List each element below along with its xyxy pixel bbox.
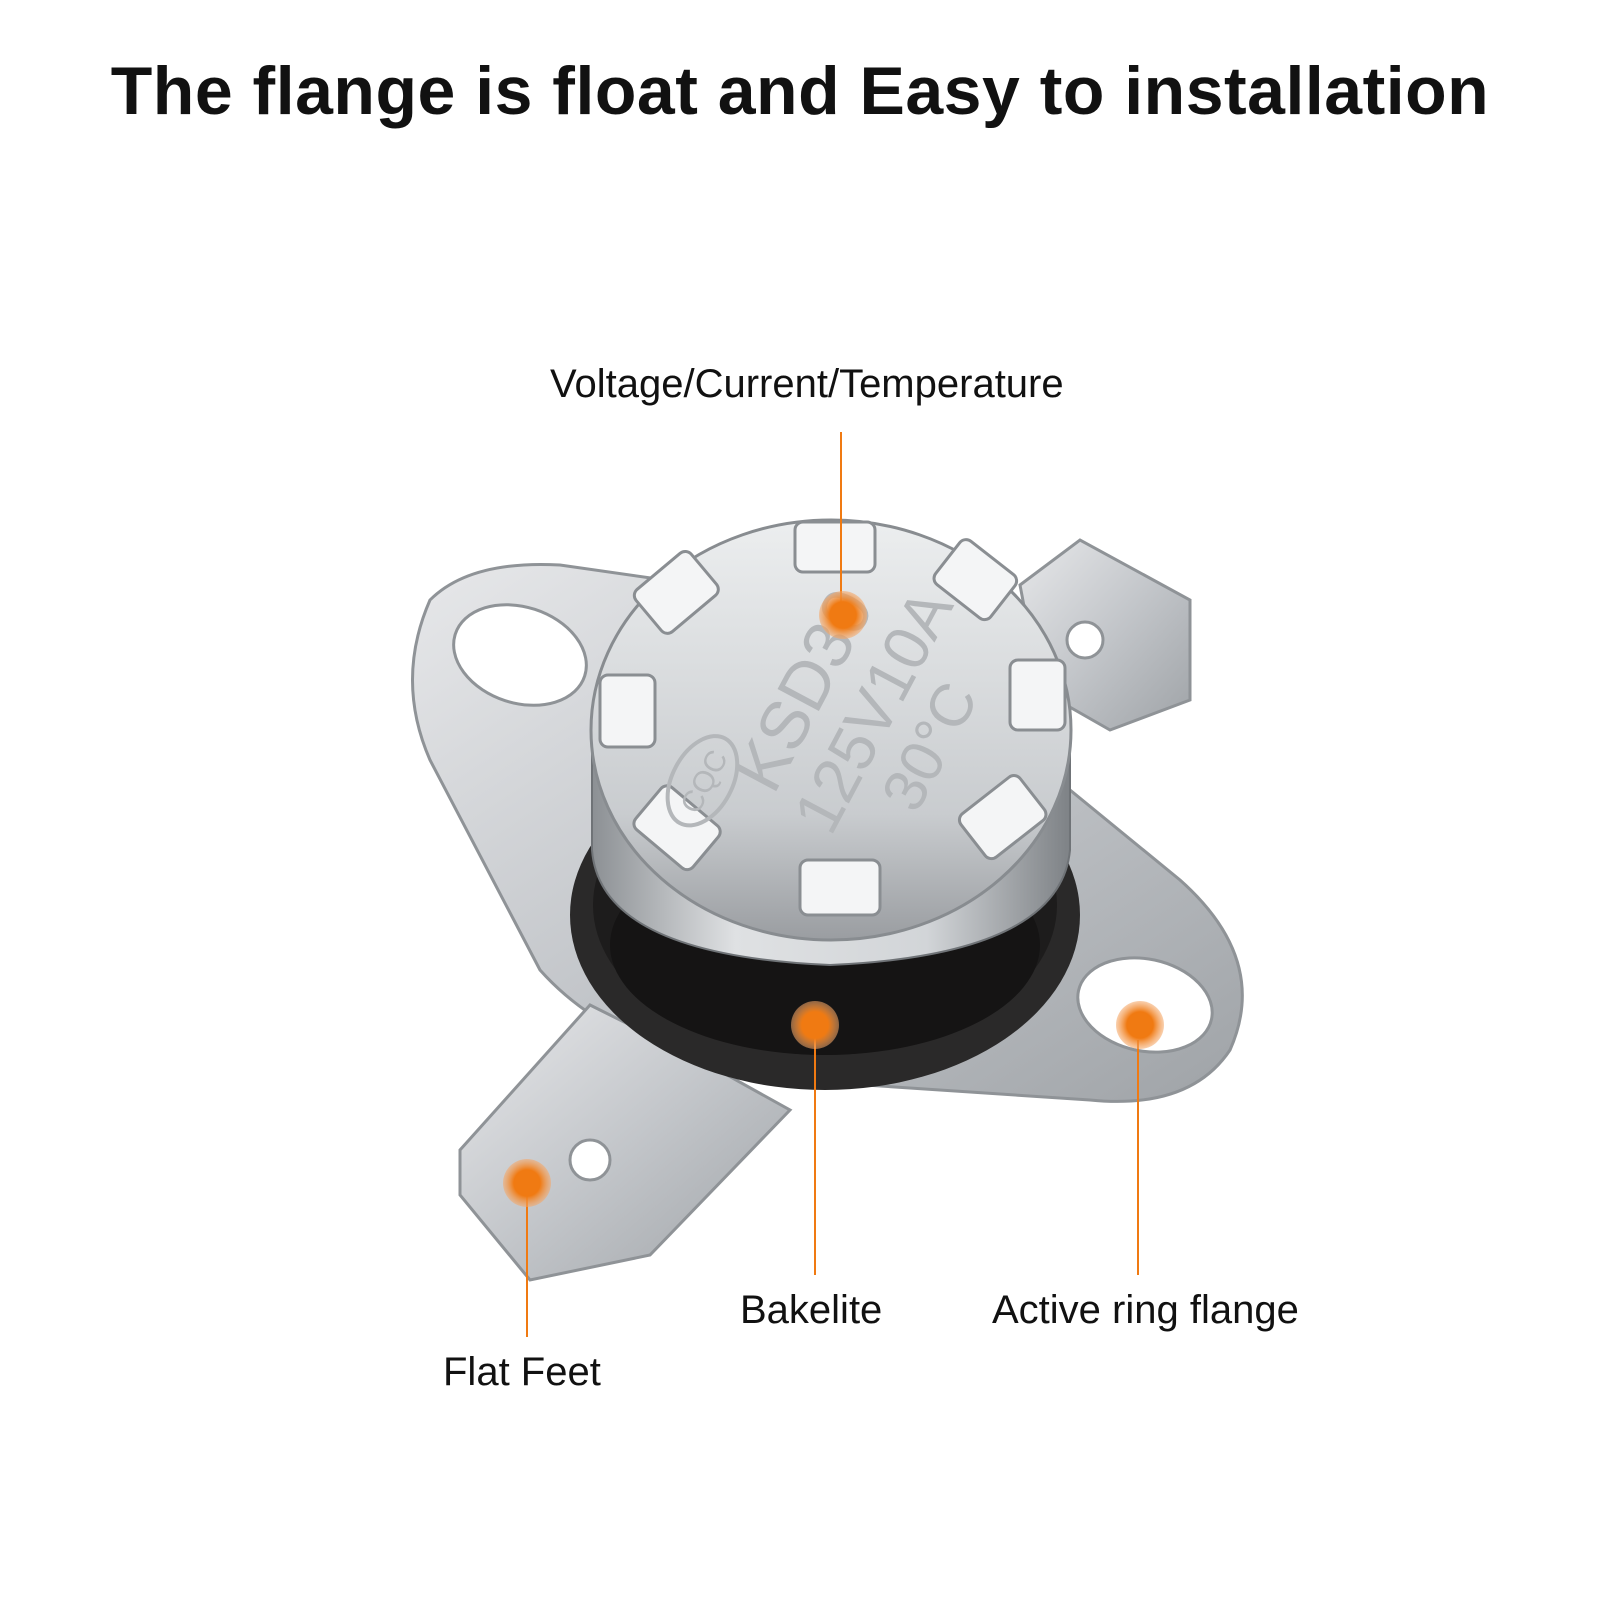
left-flat-foot [458,1003,793,1282]
callout-label-bakelite: Bakelite [740,1288,883,1332]
callout-label-voltage-current-temperature: Voltage/Current/Temperature [550,362,1064,406]
callout-dot-bakelite [791,1001,839,1049]
metal-cap: CQC KSD30 125V10A 30°C [589,518,1073,967]
callout-label-active-ring-flange: Active ring flange [992,1288,1299,1332]
page-title: The flange is float and Easy to installa… [110,53,1490,129]
callout-dot-flat-feet [503,1159,551,1207]
callout-dot-top [819,591,867,639]
callout-label-flat-feet: Flat Feet [443,1350,601,1394]
callout-leader-lines [526,432,1139,1337]
callout-dot-ring-flange [1116,1001,1164,1049]
flange-hole-left [452,603,588,707]
